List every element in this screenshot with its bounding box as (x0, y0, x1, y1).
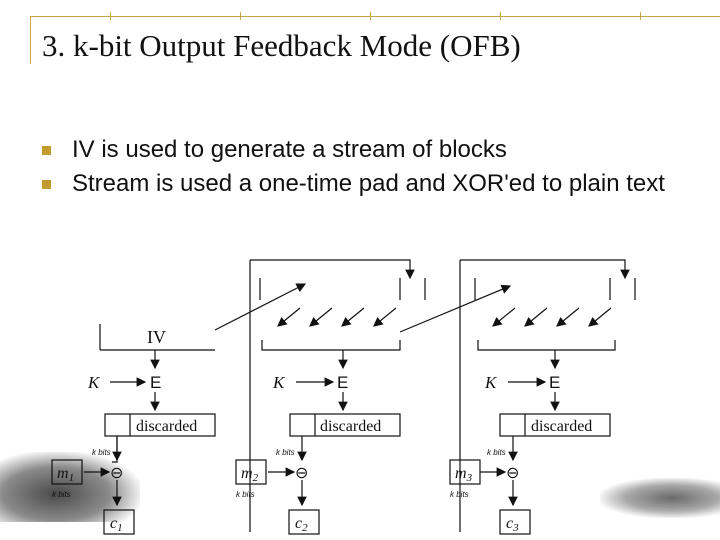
feedback-line (250, 259, 415, 280)
bullet-text: Stream is used a one-time pad and XOR'ed… (72, 170, 665, 197)
feedback-arrow (214, 283, 307, 331)
shift-arrow (277, 307, 301, 327)
register-outline (259, 278, 426, 300)
output-register (289, 413, 401, 437)
discarded-label: discarded (136, 418, 197, 435)
key-label: K (484, 373, 498, 392)
frame-tick (500, 12, 501, 20)
ciphertext-box (103, 509, 135, 535)
key-label: K (272, 373, 286, 392)
encrypt-label: E (549, 373, 560, 392)
discarded-label: discarded (531, 418, 592, 435)
shift-arrow (373, 307, 397, 327)
shift-arrow (492, 307, 516, 327)
shift-arrow (341, 307, 365, 327)
bullet-square-icon (42, 146, 51, 155)
register-bottom (477, 340, 616, 351)
shift-arrow (556, 307, 580, 327)
slide-title: 3. k-bit Output Feedback Mode (OFB) (42, 28, 521, 63)
kbits-label: k bits (450, 490, 469, 499)
shift-arrow (309, 307, 333, 327)
frame-tick (110, 12, 111, 20)
bullet-item: IV is used to generate a stream of block… (42, 134, 702, 166)
plaintext-box (51, 459, 83, 485)
plaintext-label: m1 (57, 465, 74, 484)
frame-tick (240, 12, 241, 20)
ciphertext-label: c1 (110, 515, 123, 534)
output-register (104, 413, 216, 437)
feedback-line (460, 259, 630, 280)
register-bottom (261, 340, 401, 351)
kbits-label: k bits (276, 448, 295, 457)
feedback-arrow (399, 284, 512, 333)
frame-tick (370, 12, 371, 20)
ciphertext-label: c2 (295, 515, 308, 534)
iv-label: IV (147, 327, 166, 347)
iv-register (99, 324, 215, 351)
encrypt-label: E (150, 373, 161, 392)
frame-tick (640, 12, 641, 20)
bullet-square-icon (42, 180, 51, 189)
encrypt-label: E (337, 373, 348, 392)
background-blur (600, 478, 720, 518)
kbits-label: k bits (52, 490, 71, 499)
bullet-list: IV is used to generate a stream of block… (42, 134, 702, 200)
register-outline (474, 278, 636, 300)
kbits-label: k bits (92, 448, 111, 457)
kbits-line (112, 436, 118, 463)
discarded-label: discarded (320, 418, 381, 435)
ciphertext-label: c3 (506, 515, 519, 534)
ciphertext-box (499, 509, 531, 535)
bullet-text: IV is used to generate a stream of block… (72, 136, 507, 163)
bullet-item: Stream is used a one-time pad and XOR'ed… (42, 168, 702, 200)
xor-icon: ⊖ (506, 465, 519, 482)
output-register (499, 413, 611, 437)
slide-frame-left (30, 16, 31, 64)
xor-icon: ⊖ (110, 465, 123, 482)
plaintext-box (235, 459, 267, 485)
kbits-label: k bits (236, 490, 255, 499)
plaintext-label: m3 (455, 465, 473, 484)
shift-arrow (524, 307, 548, 327)
kbits-label: k bits (487, 448, 506, 457)
xor-icon: ⊖ (295, 465, 308, 482)
shift-arrow (588, 307, 612, 327)
plaintext-box (449, 459, 481, 485)
slide-frame-top (30, 16, 720, 17)
plaintext-label: m2 (241, 465, 259, 484)
key-label: K (87, 373, 101, 392)
ciphertext-box (288, 509, 320, 535)
